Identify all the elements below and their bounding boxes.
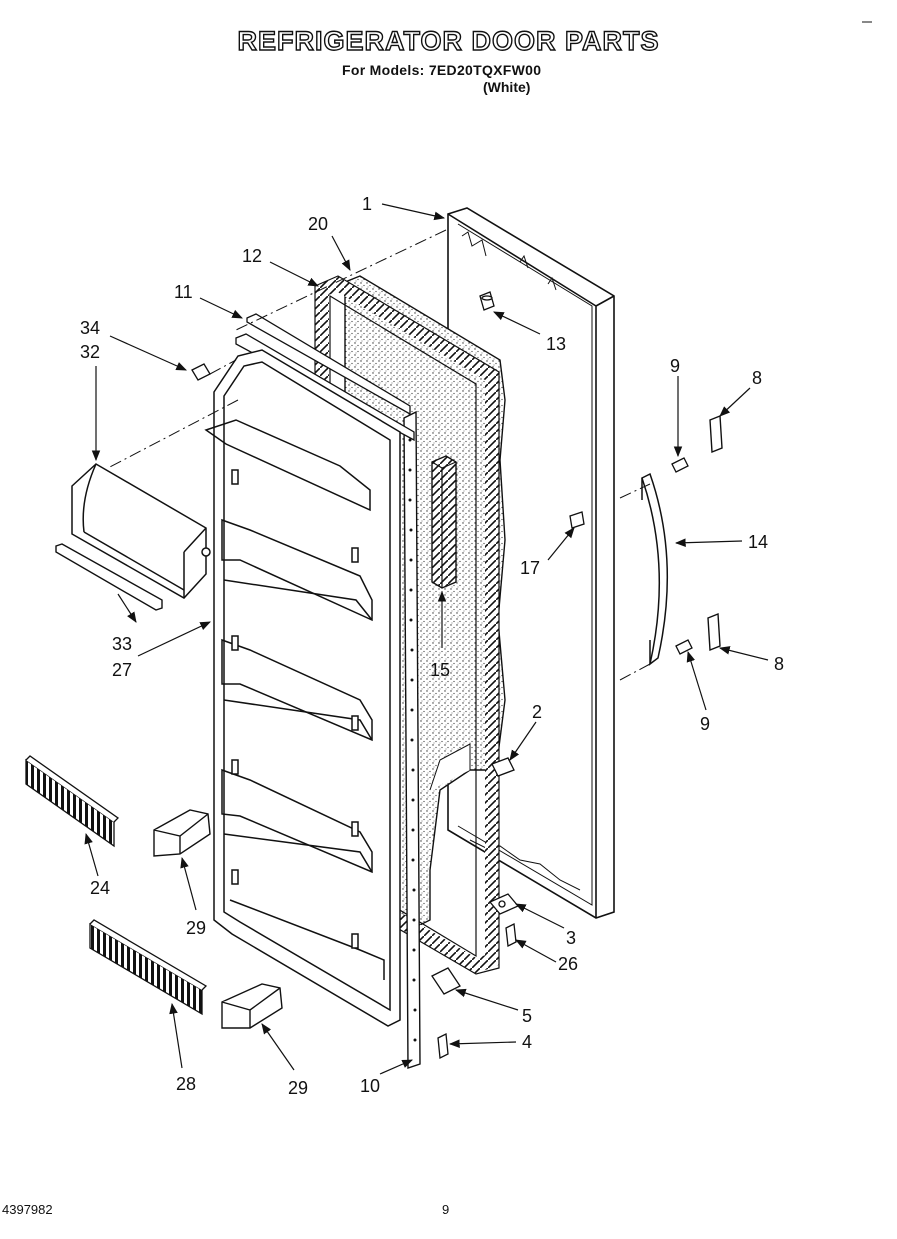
shelf-clip-lower — [221, 983, 283, 1029]
callout-12: 12 — [242, 246, 262, 266]
plug-13 — [479, 291, 495, 311]
shelf-rack-upper — [25, 755, 120, 848]
callout-28: 28 — [176, 1074, 196, 1094]
callout-3: 3 — [566, 928, 576, 948]
foam-block — [431, 455, 457, 589]
callout-34: 34 — [80, 318, 100, 338]
screw-26 — [505, 923, 517, 947]
callout-14: 14 — [748, 532, 768, 552]
callout-26: 26 — [558, 954, 578, 974]
callout-8-upper: 8 — [752, 368, 762, 388]
callout-13: 13 — [546, 334, 566, 354]
page-title: REFRIGERATOR DOOR PARTS — [237, 25, 660, 56]
callout-32: 32 — [80, 342, 100, 362]
handle-end-cap-lower — [707, 612, 721, 652]
door-handle — [641, 472, 669, 666]
alignment-lines — [107, 229, 651, 681]
page-number: 9 — [442, 1202, 450, 1217]
handle-screw-upper — [671, 457, 689, 473]
clip-17 — [569, 511, 585, 529]
handle-screw-lower — [675, 639, 693, 655]
color-line: (White) — [483, 79, 531, 95]
callout-4: 4 — [522, 1032, 532, 1052]
callout-20: 20 — [308, 214, 328, 234]
bracket-2 — [491, 757, 515, 777]
callout-29-lower: 29 — [288, 1078, 308, 1098]
callout-9-lower: 9 — [700, 714, 710, 734]
shelf-strip — [55, 543, 163, 611]
callout-5: 5 — [522, 1006, 532, 1026]
callout-24: 24 — [90, 878, 110, 898]
callout-29-upper: 29 — [186, 918, 206, 938]
handle-end-cap-upper — [709, 414, 723, 454]
callout-1: 1 — [362, 194, 372, 214]
callout-27: 27 — [112, 660, 132, 680]
inner-door-liner — [204, 349, 401, 1027]
screw-4 — [437, 1032, 449, 1060]
callout-9-upper: 9 — [670, 356, 680, 376]
shelf-cover — [71, 463, 211, 599]
shelf-clip-upper — [153, 809, 211, 857]
callout-2: 2 — [532, 702, 542, 722]
hinge-5 — [431, 967, 461, 995]
leader-arrows — [84, 203, 769, 1075]
screw-34 — [191, 363, 211, 381]
callout-8-lower: 8 — [774, 654, 784, 674]
models-line: For Models: 7ED20TQXFW00 — [342, 62, 542, 78]
callout-11: 11 — [174, 282, 193, 302]
shelf-rack-lower — [89, 919, 208, 1016]
callout-15: 15 — [430, 660, 450, 680]
callout-17: 17 — [520, 558, 540, 578]
document-number: 4397982 — [2, 1202, 53, 1217]
callout-10: 10 — [360, 1076, 380, 1096]
side-trim-strip — [403, 410, 421, 1069]
callout-33: 33 — [112, 634, 132, 654]
